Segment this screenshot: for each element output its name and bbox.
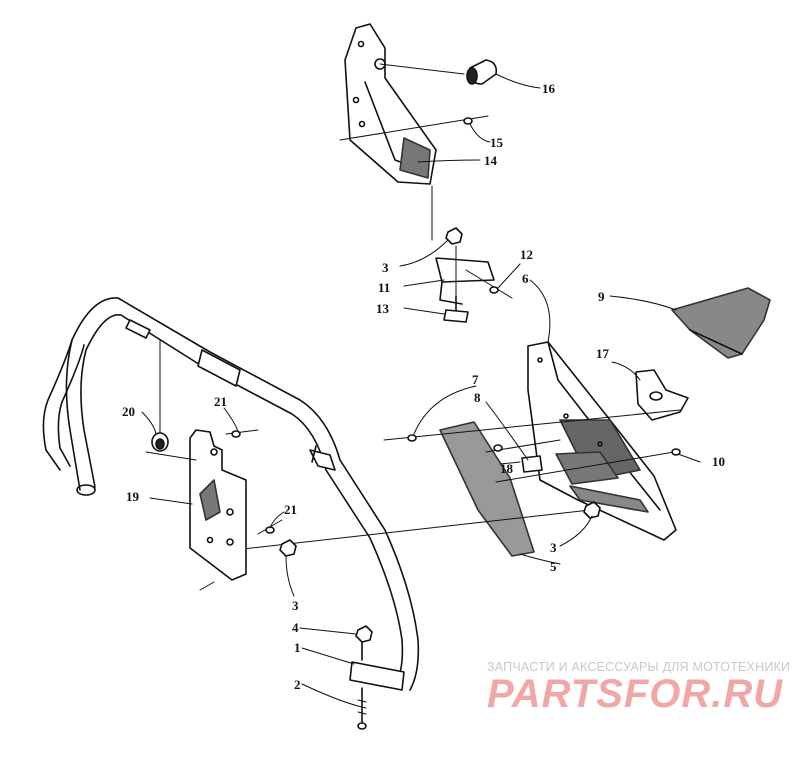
callout-16: 16 <box>542 81 556 96</box>
bolt-8 <box>485 439 561 453</box>
callout-2: 2 <box>294 677 301 692</box>
callout-3b: 3 <box>550 540 557 555</box>
bushing <box>379 59 498 85</box>
callout-18: 18 <box>500 461 514 476</box>
bottom-bracket <box>349 639 405 691</box>
spacer-18 <box>521 455 543 473</box>
callout-20: 20 <box>122 404 135 419</box>
callout-3a: 3 <box>382 260 389 275</box>
callout-17: 17 <box>596 346 610 361</box>
callout-11: 11 <box>378 280 390 295</box>
callout-6: 6 <box>522 271 529 286</box>
non-slip-pad <box>439 421 535 557</box>
nut-low <box>279 539 297 557</box>
nut-top <box>445 227 463 245</box>
callout-12: 12 <box>520 247 533 262</box>
clip-13 <box>443 295 469 323</box>
bolt-upper <box>339 115 489 141</box>
leader-lines <box>141 73 701 707</box>
callout-19: 19 <box>126 489 140 504</box>
callout-8: 8 <box>474 390 481 405</box>
nut-4 <box>355 625 373 643</box>
cover-plate <box>671 287 771 359</box>
watermark-logo: PARTSFOR.RU <box>487 672 784 716</box>
callout-15: 15 <box>490 135 504 150</box>
callout-5: 5 <box>550 559 557 574</box>
side-panel <box>189 429 247 591</box>
callout-13: 13 <box>376 301 390 316</box>
callout-21a: 21 <box>214 394 227 409</box>
cap-20 <box>145 339 197 461</box>
callout-7: 7 <box>472 372 479 387</box>
callout-labels: 16 15 14 3 11 13 12 6 9 17 7 8 18 10 3 5… <box>122 81 725 692</box>
callout-10: 10 <box>712 454 725 469</box>
callout-14: 14 <box>484 153 498 168</box>
small-bracket <box>635 369 689 421</box>
bumper-tube <box>42 297 420 691</box>
bolt-12 <box>465 269 513 299</box>
upper-mount-bracket <box>344 23 437 185</box>
nut-mid <box>583 501 601 519</box>
callout-21b: 21 <box>284 502 297 517</box>
callout-1: 1 <box>294 640 301 655</box>
mount-plate <box>435 245 495 305</box>
callout-9: 9 <box>598 289 605 304</box>
callout-4: 4 <box>292 620 299 635</box>
bolt-2 <box>357 687 367 730</box>
footrest-bracket <box>527 341 677 541</box>
callout-3c: 3 <box>292 598 299 613</box>
watermark-tagline: ЗАПЧАСТИ И АКСЕССУАРЫ ДЛЯ МОТОТЕХНИКИ <box>487 660 791 674</box>
